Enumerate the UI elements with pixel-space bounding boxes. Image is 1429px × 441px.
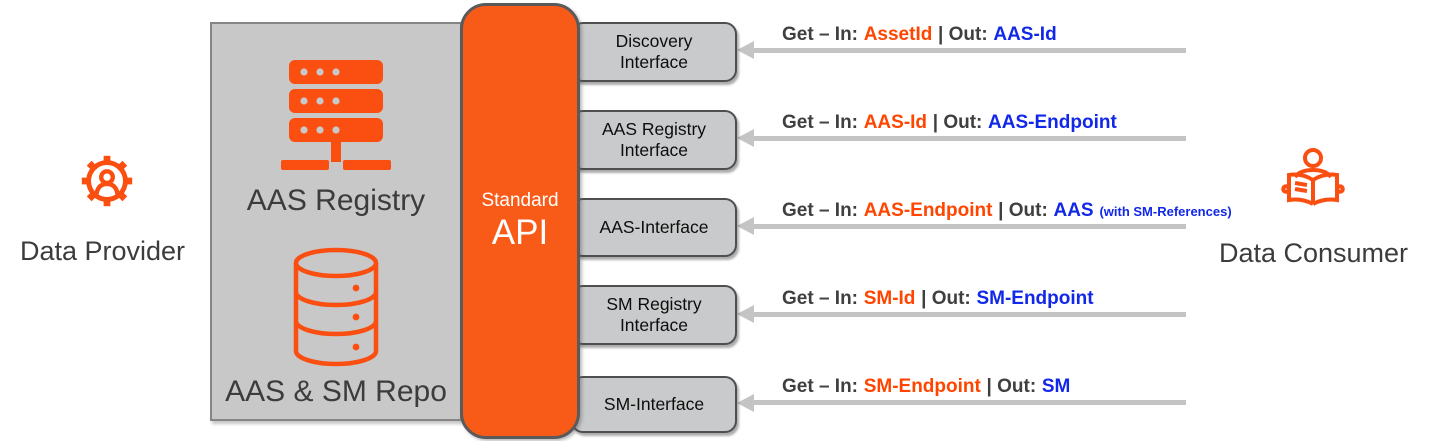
arrow-left-icon bbox=[737, 217, 754, 235]
label-separator: | Out: bbox=[986, 376, 1037, 397]
label-prefix: Get – In: bbox=[782, 376, 859, 397]
arrow-shaft bbox=[751, 400, 1186, 405]
label-prefix: Get – In: bbox=[782, 288, 859, 309]
label-out-param: SM-Endpoint bbox=[976, 288, 1094, 309]
label-separator: | Out: bbox=[921, 288, 971, 309]
arrow-label-sm: Get – In:SM-Endpoint| Out:SM bbox=[782, 375, 1070, 399]
registry-label: AAS Registry bbox=[246, 184, 426, 217]
interface-label: Interface bbox=[619, 140, 689, 160]
label-note: (with SM-References) bbox=[1099, 204, 1232, 219]
api-bar-line1: Standard bbox=[481, 190, 559, 211]
label-out-param: AAS-Id bbox=[993, 24, 1057, 45]
interface-label: SM-Interface bbox=[603, 394, 705, 414]
interface-box-sm-registry: SM Registry Interface bbox=[571, 285, 737, 345]
arrow-shaft bbox=[751, 224, 1186, 229]
interface-box-discovery: Discovery Interface bbox=[571, 22, 737, 82]
interface-label: SM Registry bbox=[606, 294, 702, 314]
label-prefix: Get – In: bbox=[782, 200, 859, 221]
arrow-left-icon bbox=[737, 129, 754, 147]
arrow-shaft bbox=[751, 312, 1186, 317]
arrow-left-icon bbox=[737, 394, 754, 412]
label-out-param: AAS-Endpoint bbox=[988, 112, 1117, 133]
arrow-label-discovery: Get – In:AssetId| Out:AAS-Id bbox=[782, 23, 1057, 47]
repo-label: AAS & SM Repo bbox=[225, 375, 447, 408]
person-reading-icon bbox=[1280, 147, 1346, 217]
interface-label: AAS-Interface bbox=[599, 217, 709, 237]
interface-label: AAS Registry bbox=[601, 119, 707, 139]
label-in-param: AssetId bbox=[863, 24, 933, 45]
api-bar-line2: API bbox=[491, 213, 549, 252]
label-prefix: Get – In: bbox=[782, 24, 859, 45]
interface-label: Discovery bbox=[615, 31, 693, 51]
arrow-label-aas-registry: Get – In:AAS-Id| Out:AAS-Endpoint bbox=[782, 111, 1117, 135]
arrow-left-icon bbox=[737, 305, 754, 323]
label-in-param: SM-Endpoint bbox=[863, 376, 981, 397]
standard-api-bar: Standard API bbox=[460, 3, 580, 439]
interface-label: Interface bbox=[619, 52, 689, 72]
arrow-left-icon bbox=[737, 41, 754, 59]
label-in-param: AAS-Endpoint bbox=[863, 200, 993, 221]
label-in-param: AAS-Id bbox=[863, 112, 928, 133]
arrow-shaft bbox=[751, 48, 1186, 53]
interface-box-aas-registry: AAS Registry Interface bbox=[571, 110, 737, 170]
interface-box-sm: SM-Interface bbox=[571, 376, 737, 433]
interface-label: Interface bbox=[619, 315, 689, 335]
arrow-shaft bbox=[751, 136, 1186, 141]
server-icon bbox=[279, 60, 393, 172]
label-separator: | Out: bbox=[998, 200, 1048, 221]
label-prefix: Get – In: bbox=[782, 112, 859, 133]
provider-box: AAS Registry AAS & SM Repo bbox=[210, 22, 462, 421]
label-separator: | Out: bbox=[932, 112, 983, 133]
label-separator: | Out: bbox=[938, 24, 988, 45]
label-out-param: SM bbox=[1041, 376, 1071, 397]
database-icon bbox=[290, 246, 382, 368]
label-in-param: SM-Id bbox=[863, 288, 916, 309]
interface-box-aas: AAS-Interface bbox=[571, 198, 737, 257]
arrow-label-aas: Get – In:AAS-Endpoint| Out:AAS (with SM-R… bbox=[782, 199, 1232, 223]
data-provider-label: Data Provider bbox=[19, 236, 186, 266]
label-out-param: AAS bbox=[1053, 200, 1094, 221]
data-consumer-label: Data Consumer bbox=[1218, 238, 1409, 268]
gear-person-icon bbox=[76, 150, 138, 212]
arrow-label-sm-registry: Get – In:SM-Id| Out:SM-Endpoint bbox=[782, 287, 1094, 311]
